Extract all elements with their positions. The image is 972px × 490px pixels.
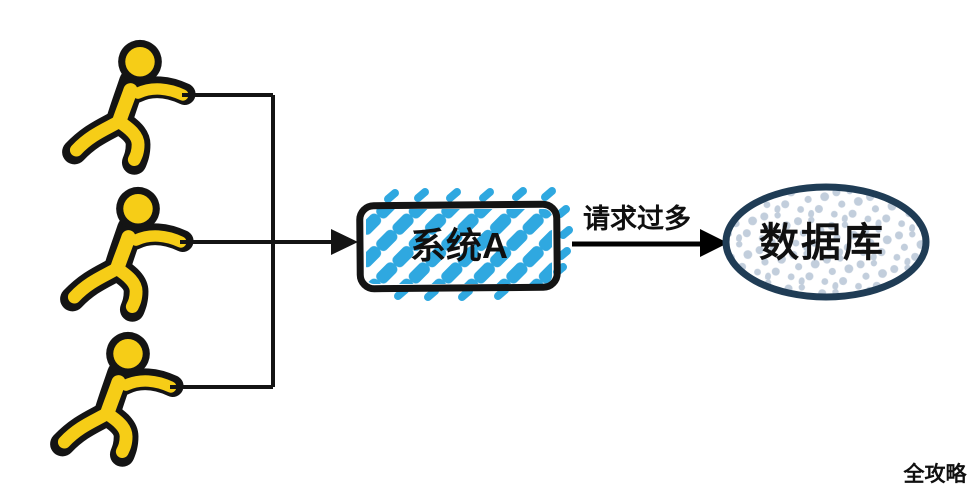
request-arrow: 请求过多 <box>572 204 728 257</box>
system-a-fill <box>366 209 552 284</box>
database-node: 数据库 <box>722 183 930 301</box>
request-arrow-label: 请求过多 <box>583 204 691 234</box>
running-person-icon <box>74 40 184 163</box>
watermark: 全攻略 <box>903 462 968 486</box>
connector-lines <box>170 93 334 389</box>
arrowhead-into-database <box>700 229 728 257</box>
system-a-label: 系统A <box>410 225 508 266</box>
system-a-node: 系统A <box>356 187 573 301</box>
system-a-border <box>356 200 561 293</box>
running-person-icon <box>62 332 172 455</box>
arrowhead-into-system <box>331 229 358 255</box>
running-person-icon <box>72 187 182 310</box>
database-shape <box>722 183 930 301</box>
database-label: 数据库 <box>759 221 885 265</box>
